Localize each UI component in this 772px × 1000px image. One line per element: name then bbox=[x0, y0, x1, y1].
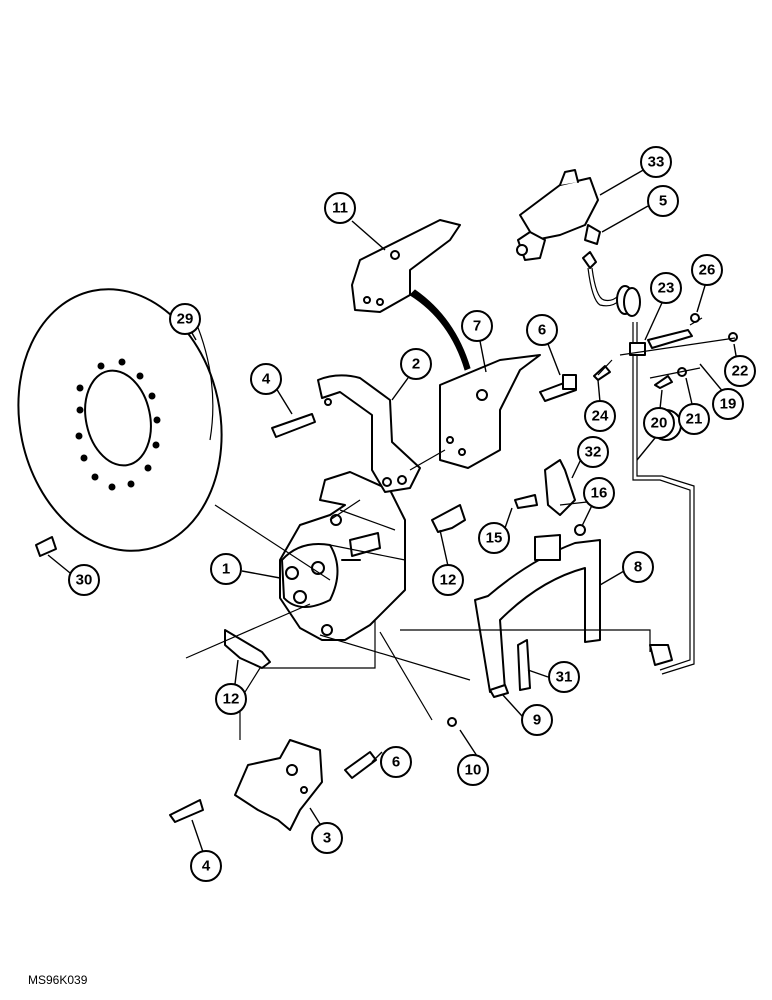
callout-label: 33 bbox=[648, 154, 665, 171]
callout-label: 9 bbox=[533, 712, 541, 729]
callout-label: 15 bbox=[486, 530, 503, 547]
callout-12a: 12 bbox=[432, 564, 464, 596]
callout-6b: 6 bbox=[380, 746, 412, 778]
callout-12b: 12 bbox=[215, 683, 247, 715]
callout-19: 19 bbox=[712, 388, 744, 420]
callout-23: 23 bbox=[650, 272, 682, 304]
callout-label: 3 bbox=[323, 830, 331, 847]
callout-label: 8 bbox=[634, 559, 642, 576]
caliper-body bbox=[279, 471, 406, 641]
callout-9: 9 bbox=[521, 704, 553, 736]
callout-label: 2 bbox=[412, 356, 420, 373]
callout-label: 6 bbox=[538, 322, 546, 339]
callout-label: 26 bbox=[699, 262, 716, 279]
callout-label: 7 bbox=[473, 318, 481, 335]
mounting-bracket-upper bbox=[317, 374, 421, 493]
callout-29: 29 bbox=[169, 303, 201, 335]
callout-24: 24 bbox=[584, 400, 616, 432]
master-cylinder bbox=[516, 169, 601, 261]
fasteners bbox=[35, 313, 738, 823]
callout-5: 5 bbox=[647, 185, 679, 217]
callout-label: 23 bbox=[658, 280, 675, 297]
figure-code: MS96K039 bbox=[28, 973, 88, 987]
callout-20: 20 bbox=[643, 407, 675, 439]
callout-label: 24 bbox=[592, 408, 609, 425]
mounting-plate bbox=[439, 354, 541, 469]
callout-22: 22 bbox=[724, 355, 756, 387]
callout-label: 4 bbox=[262, 371, 271, 388]
callout-label: 22 bbox=[732, 363, 749, 380]
callout-7: 7 bbox=[461, 310, 493, 342]
callout-label: 1 bbox=[222, 561, 230, 578]
callout-label: 20 bbox=[651, 415, 668, 432]
callout-label: 6 bbox=[392, 754, 400, 771]
callout-11: 11 bbox=[324, 192, 356, 224]
callout-10: 10 bbox=[457, 754, 489, 786]
callout-3: 3 bbox=[311, 822, 343, 854]
assembly-arrow bbox=[409, 289, 471, 371]
callout-label: 10 bbox=[465, 762, 482, 779]
callout-4b: 4 bbox=[190, 850, 222, 882]
callout-label: 29 bbox=[177, 311, 194, 328]
callout-21: 21 bbox=[678, 403, 710, 435]
callout-2: 2 bbox=[400, 348, 432, 380]
callout-30: 30 bbox=[68, 564, 100, 596]
callout-8: 8 bbox=[622, 551, 654, 583]
callout-label: 5 bbox=[659, 193, 667, 210]
callout-26: 26 bbox=[691, 254, 723, 286]
assembly-lines bbox=[185, 317, 736, 740]
callout-label: 21 bbox=[686, 411, 703, 428]
pedal-bracket bbox=[351, 219, 461, 313]
callout-label: 16 bbox=[591, 485, 608, 502]
callout-4a: 4 bbox=[250, 363, 282, 395]
callout-label: 31 bbox=[556, 669, 573, 686]
callout-1: 1 bbox=[210, 553, 242, 585]
callout-15: 15 bbox=[478, 522, 510, 554]
quadrant-lever bbox=[474, 534, 601, 693]
callout-31: 31 bbox=[548, 661, 580, 693]
callout-33: 33 bbox=[640, 146, 672, 178]
callout-label: 12 bbox=[440, 572, 457, 589]
brake-line bbox=[582, 251, 695, 675]
callout-label: 12 bbox=[223, 691, 240, 708]
callout-label: 30 bbox=[76, 572, 93, 589]
callout-label: 19 bbox=[720, 396, 737, 413]
brake-disc bbox=[17, 288, 223, 552]
callout-label: 32 bbox=[585, 444, 602, 461]
mounting-bracket-lower bbox=[234, 739, 323, 831]
callout-16: 16 bbox=[583, 477, 615, 509]
callout-label: 4 bbox=[202, 858, 211, 875]
callout-6a: 6 bbox=[526, 314, 558, 346]
callout-32: 32 bbox=[577, 436, 609, 468]
callout-label: 11 bbox=[332, 200, 348, 217]
callout-leaders bbox=[47, 164, 739, 853]
